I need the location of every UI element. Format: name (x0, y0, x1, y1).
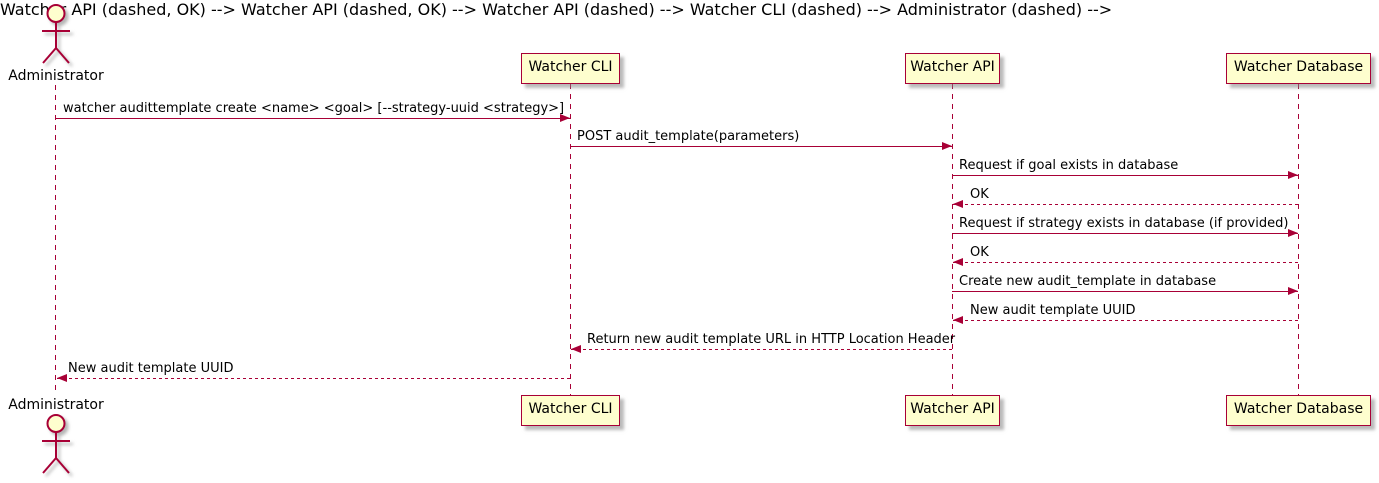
actor-label-administrator-top: Administrator (8, 68, 104, 84)
actor-icon (42, 4, 70, 64)
arrowhead-right-icon (560, 114, 570, 122)
message-label: Create new audit_template in database (959, 274, 1217, 289)
message-label: New audit template UUID (970, 303, 1136, 318)
arrowhead-right-icon (942, 142, 952, 150)
message-label: Return new audit template URL in HTTP Lo… (587, 332, 956, 347)
message-label: New audit template UUID (68, 361, 234, 376)
participant-watcher-database-top: Watcher Database (1226, 53, 1371, 84)
lifeline-administrator (55, 85, 56, 395)
lifeline-watcher-api (952, 84, 953, 395)
message-arrow (570, 146, 952, 147)
message-arrow (952, 233, 1298, 234)
arrowhead-left-icon (57, 374, 67, 382)
participant-watcher-api-bottom: Watcher API (905, 395, 1000, 426)
message-label: POST audit_template(parameters) (577, 129, 800, 144)
arrowhead-left-icon (571, 345, 581, 353)
arrowhead-right-icon (1288, 171, 1298, 179)
arrowhead-right-icon (1288, 229, 1298, 237)
message-arrow (56, 118, 570, 119)
arrowhead-left-icon (953, 316, 963, 324)
message-arrow (57, 378, 570, 379)
arrowhead-left-icon (953, 200, 963, 208)
lifeline-watcher-cli (570, 84, 571, 395)
message-arrow (571, 349, 952, 350)
message-label: Request if strategy exists in database (… (959, 216, 1289, 231)
arrowhead-left-icon (953, 258, 963, 266)
message-label: OK (970, 245, 989, 260)
participant-watcher-database-bottom: Watcher Database (1226, 395, 1371, 426)
participant-watcher-cli-top: Watcher CLI (521, 53, 620, 84)
arrowhead-right-icon (1288, 287, 1298, 295)
lifeline-watcher-database (1298, 84, 1299, 395)
message-arrow (952, 175, 1298, 176)
message-label: Request if goal exists in database (959, 158, 1179, 173)
participant-watcher-cli-bottom: Watcher CLI (521, 395, 620, 426)
message-label: watcher audittemplate create <name> <goa… (63, 101, 565, 116)
actor-icon (42, 414, 70, 474)
actor-label-administrator-bottom: Administrator (8, 397, 104, 413)
message-arrow (953, 320, 1298, 321)
message-arrow (953, 262, 1298, 263)
message-arrow (952, 291, 1298, 292)
message-label: OK (970, 187, 989, 202)
participant-watcher-api-top: Watcher API (905, 53, 1000, 84)
message-arrow (953, 204, 1298, 205)
